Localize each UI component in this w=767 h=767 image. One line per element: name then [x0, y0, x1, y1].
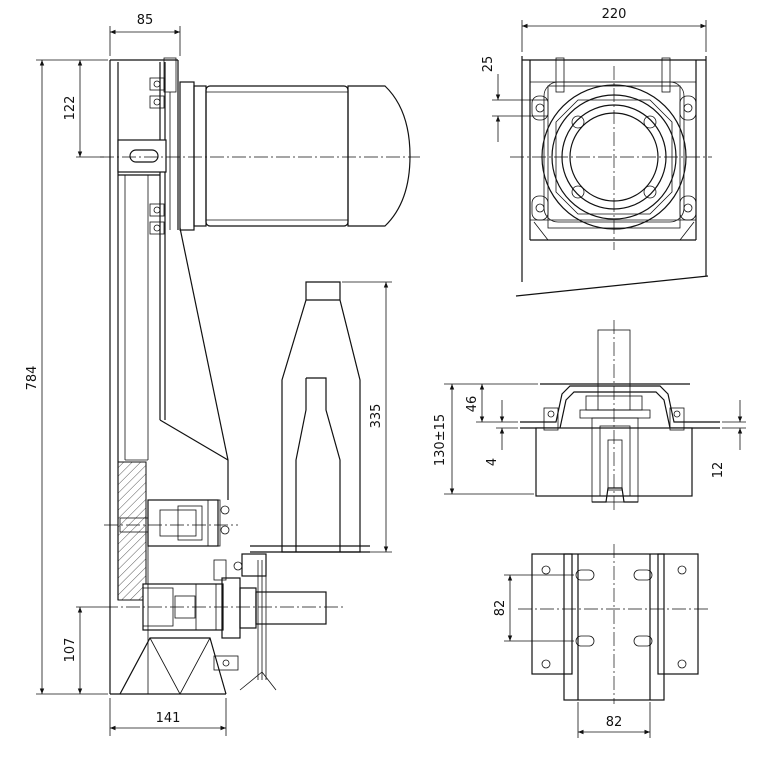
motor	[179, 81, 411, 231]
feed-chute	[250, 281, 370, 553]
dim-base-horizontal: 82	[606, 715, 623, 730]
dim-section-plate: 12	[711, 462, 726, 479]
top-view: 220 25	[481, 7, 712, 297]
dim-base-vertical: 82	[493, 600, 508, 617]
section-dimensions: 130±15 46 4 12	[433, 383, 746, 495]
top-bracket	[117, 57, 177, 235]
base-plate-view: 82 82	[493, 544, 710, 738]
dim-side-top-width: 85	[137, 13, 154, 28]
dim-side-lower-offset: 107	[63, 638, 78, 663]
side-dimensions: 85 784 122 107 141 335	[25, 13, 392, 736]
base-dimensions: 82 82	[493, 574, 651, 738]
top-dimensions: 220 25	[481, 7, 707, 142]
top-bolts	[531, 57, 697, 241]
lower-mechanism	[104, 499, 345, 695]
dim-side-bottom-width: 141	[156, 711, 181, 726]
section-view: 130±15 46 4 12	[433, 320, 746, 512]
dim-section-gap: 4	[485, 458, 500, 466]
dim-chute-height: 335	[369, 404, 384, 429]
dim-section-upper: 46	[465, 396, 480, 413]
hatched-block	[117, 461, 147, 601]
side-view: 85 784 122 107 141 335	[25, 13, 420, 736]
dim-top-hole-offset: 25	[481, 56, 496, 73]
dim-top-width: 220	[602, 7, 627, 22]
dim-side-total-height: 784	[25, 366, 40, 391]
dim-section-height: 130±15	[433, 414, 448, 466]
dim-side-upper-offset: 122	[63, 96, 78, 121]
